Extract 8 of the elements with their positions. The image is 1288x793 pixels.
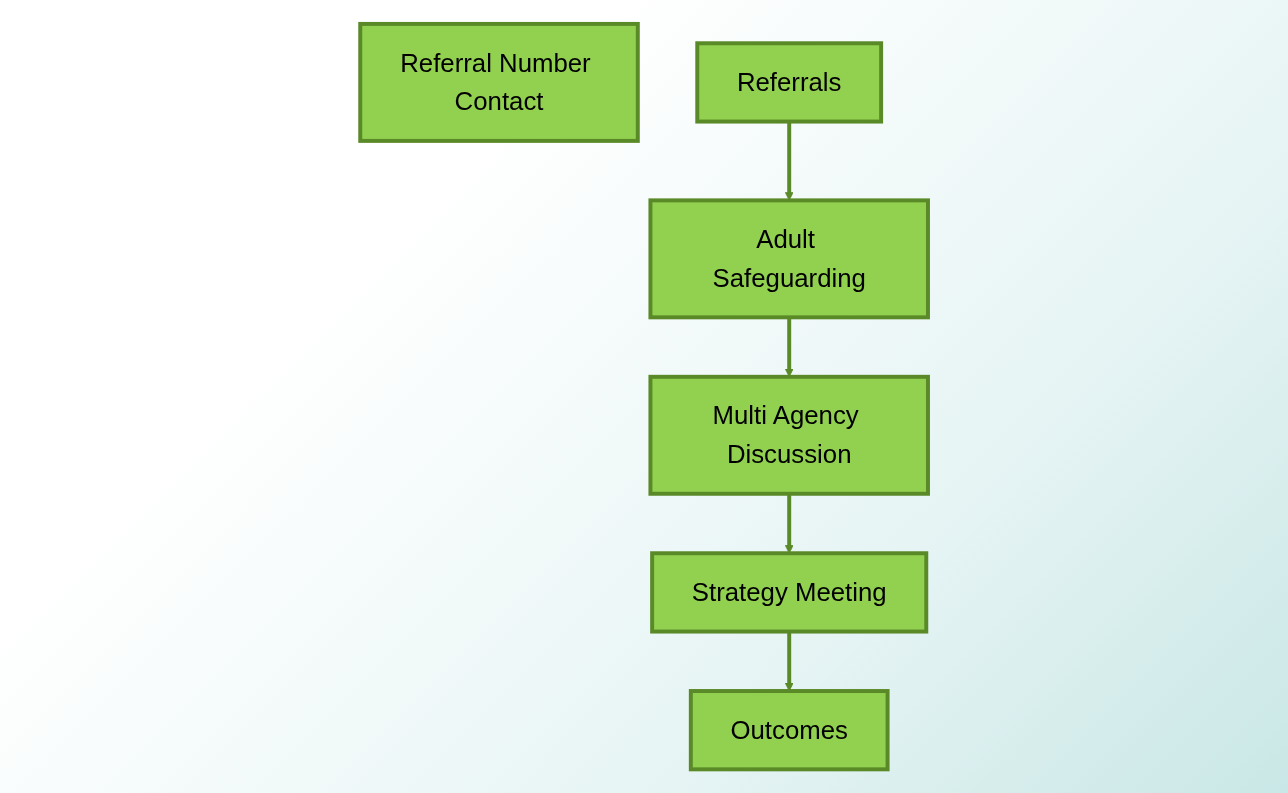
node-box: Referrals xyxy=(695,41,883,124)
arrow xyxy=(784,121,794,201)
arrow xyxy=(784,493,794,554)
node-box: Outcomes xyxy=(688,688,890,772)
node-box: Strategy Meeting xyxy=(650,551,929,634)
node-box: Adult Safeguarding xyxy=(648,198,930,320)
node-box: Multi Agency Discussion xyxy=(648,374,930,496)
node-box: Referral Number Contact xyxy=(358,21,640,143)
